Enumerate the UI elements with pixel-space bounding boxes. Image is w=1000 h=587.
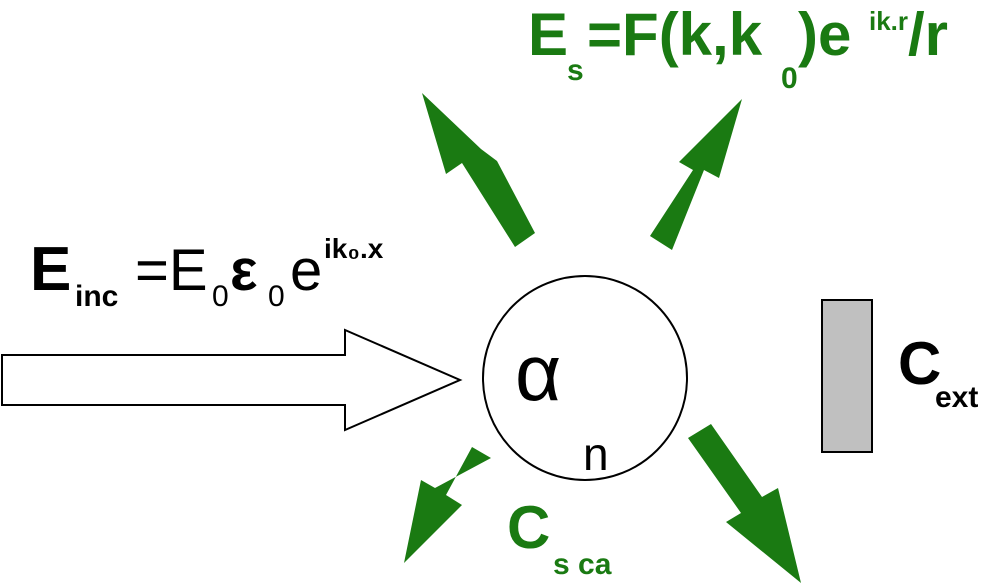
scattered-E: E [528,1,568,68]
incident-E: E [30,235,71,304]
incident-sub-inc: inc [75,280,118,313]
scatter-arrows [404,93,801,583]
incident-sub-0b: 0 [268,280,285,313]
incident-eps: ε [230,238,258,303]
scatter-arrow-lower-right-icon [688,424,801,583]
scattered-field-equation: E s =F(k,k 0 )e ik.r /r [528,1,948,95]
scatter-arrow-lower-left-icon [404,447,491,563]
extinction-sub: ext [935,381,978,414]
scattered-eq-F: =F(k,k [587,1,763,68]
scattered-sub-s: s [567,54,584,87]
particle-sub-n: n [583,428,609,480]
scattering-sub: s ca [553,548,612,581]
incident-sup: ik₀.x [324,233,384,264]
incident-field-equation: E inc =E 0 ε 0 e ik₀.x [30,233,384,313]
detector-rect [821,299,873,453]
extinction-label: C ext [898,330,978,414]
incident-eq: =E [135,238,208,303]
particle-circle [482,275,688,481]
incident-arrow-icon [1,328,463,432]
scattered-close: )e [798,1,851,68]
scattering-cs-label: C s ca [507,494,612,581]
scattered-tail: /r [908,1,948,68]
particle-alpha: α [515,328,561,417]
incident-e: e [290,238,322,303]
scatter-arrow-upper-left-icon [422,93,535,247]
scatter-arrow-upper-right-icon [650,99,742,250]
extinction-C: C [898,330,941,397]
scattering-C: C [507,494,550,561]
scattered-sub-0: 0 [781,62,798,95]
incident-sub-0a: 0 [212,280,229,313]
scattered-sup: ik.r [869,6,908,36]
